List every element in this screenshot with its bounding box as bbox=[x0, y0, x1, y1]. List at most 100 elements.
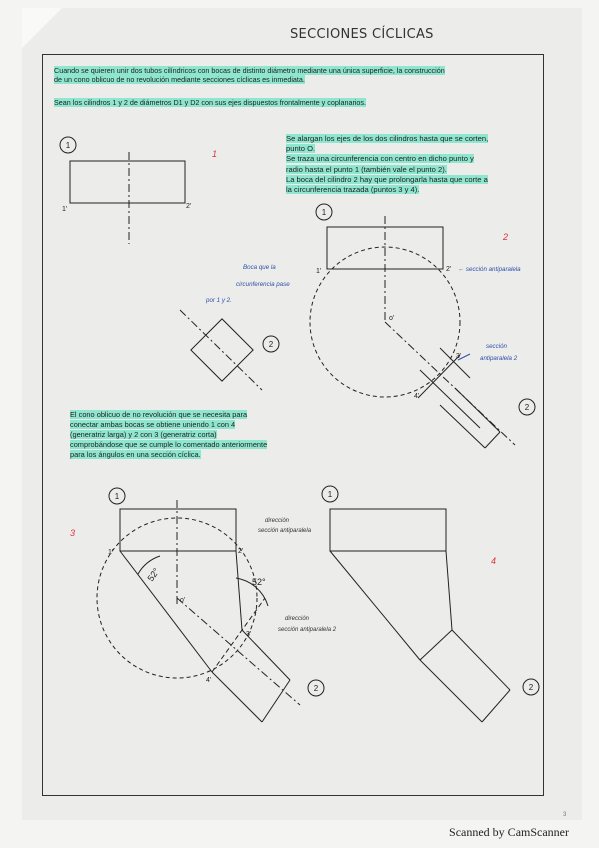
angle-arc-right bbox=[235, 577, 269, 607]
arrow-section-2 bbox=[457, 353, 471, 361]
angle-label-right: 52° bbox=[252, 577, 266, 587]
step-mark-3: 3 bbox=[70, 528, 75, 538]
marker-label-2c: 2 bbox=[314, 684, 319, 693]
note-antiparallel-1: ← sección antiparalela bbox=[458, 266, 521, 273]
antiparallel-section-2 bbox=[211, 597, 266, 673]
figure-final-cone bbox=[321, 485, 540, 723]
step-mark-2: 2 bbox=[502, 232, 508, 242]
cylinder-2-axis-b bbox=[384, 321, 516, 446]
steps-line-2: punto O. bbox=[286, 144, 316, 154]
cylinder-1-rect-c bbox=[119, 508, 237, 552]
cylinder-1-rect bbox=[69, 160, 186, 204]
note-direction-2b: sección antiparalela 2 bbox=[278, 627, 337, 633]
marker-label-2d: 2 bbox=[529, 683, 534, 692]
cylinder-2-axis-c bbox=[176, 597, 301, 706]
page-title: SECCIONES CÍCLICAS bbox=[290, 27, 434, 42]
cone-paragraph: El cono oblicuo de no revolución que se … bbox=[70, 410, 268, 460]
long-generatrix bbox=[119, 550, 213, 673]
cylinder-2-end-c bbox=[261, 679, 291, 723]
cylinder-1-marker-c bbox=[108, 487, 126, 505]
cylinder-2-side-c2 bbox=[211, 671, 263, 723]
cone-long-edge bbox=[329, 550, 421, 661]
note-direction-1a: dirección bbox=[265, 518, 290, 524]
point-o-b: o' bbox=[389, 315, 394, 322]
intro-line-2: de un cono oblicuo de no revolución medi… bbox=[54, 75, 305, 85]
steps-line-4: radio hasta el punto 1 (también vale el … bbox=[286, 164, 447, 174]
marker-label-2b: 2 bbox=[525, 403, 530, 412]
steps-line-5: La boca del cilindro 2 hay que prolongar… bbox=[286, 174, 488, 184]
intro-line-3: Sean los cilindros 1 y 2 de diámetros D1… bbox=[54, 98, 367, 107]
cylinder-1-marker bbox=[59, 136, 77, 154]
marker-label-1a: 1 bbox=[66, 141, 71, 150]
cylinder-2-side-c1 bbox=[241, 629, 291, 681]
steps-line-3: Se traza una circunferencia con centro e… bbox=[286, 154, 474, 164]
point-2-a: 2' bbox=[186, 203, 191, 210]
marker-label-2a: 2 bbox=[269, 340, 274, 349]
cylinder-1-rect-d bbox=[329, 508, 447, 552]
intro-line-1: Cuando se quieren unir dos tubos cilíndr… bbox=[54, 66, 445, 75]
point-1-b: 1' bbox=[316, 268, 321, 275]
point-3-c: 3' bbox=[246, 631, 251, 638]
cone-line-1: El cono oblicuo de no revolución que se … bbox=[70, 410, 248, 419]
marker-label-1c: 1 bbox=[115, 492, 120, 501]
scanner-watermark: Scanned by CamScanner bbox=[449, 825, 569, 839]
steps-line-1: Se alargan los ejes de los dos cilindros… bbox=[286, 134, 489, 143]
step-mark-4: 4 bbox=[491, 556, 496, 566]
figure-oblique-cone-construction bbox=[96, 487, 325, 723]
point-4-b: 4' bbox=[414, 393, 419, 400]
cylinder-2-edge-b bbox=[419, 369, 481, 429]
cylinder-2-axis bbox=[179, 309, 263, 391]
construction-circle-c bbox=[96, 517, 258, 679]
point-2-c: 2' bbox=[238, 548, 243, 555]
note-boca-2: circunferencia pase bbox=[236, 281, 290, 288]
steps-line-6: la circunferencia trazada (puntos 3 y 4)… bbox=[286, 185, 420, 195]
page-number: 3 bbox=[563, 812, 567, 818]
cylinder-2-side-d2 bbox=[419, 659, 483, 723]
point-1-c: 1' bbox=[108, 549, 113, 556]
cylinder-2-end-d bbox=[481, 689, 511, 723]
folded-corner bbox=[22, 8, 62, 48]
cylinder-2-end bbox=[484, 431, 501, 449]
note-direction-2a: dirección bbox=[285, 616, 310, 622]
angle-label-left: 52° bbox=[145, 566, 161, 583]
note-boca-3: por 1 y 2. bbox=[205, 297, 232, 304]
point-3-b: 3' bbox=[456, 353, 461, 360]
short-generatrix bbox=[235, 550, 243, 631]
point-1-a: 1' bbox=[62, 206, 67, 213]
cone-short-edge bbox=[445, 550, 453, 631]
figure-construction-circle bbox=[309, 203, 536, 449]
cone-line-2: conectar ambas bocas se obtiene uniendo … bbox=[70, 420, 236, 429]
construction-circle bbox=[309, 246, 461, 398]
cylinder-2-mouth-d bbox=[419, 629, 453, 661]
note-section-2a: sección bbox=[486, 343, 508, 350]
note-boca-1: Boca que la bbox=[243, 264, 276, 271]
cylinder-2-side-b bbox=[439, 404, 486, 449]
intro-paragraph: Cuando se quieren unir dos tubos cilíndr… bbox=[54, 66, 445, 85]
cylinder-1-marker-d bbox=[321, 485, 339, 503]
cylinder-2-mouth bbox=[417, 354, 461, 399]
figure-initial-cylinders bbox=[59, 136, 280, 391]
point-2-b: 2' bbox=[446, 266, 451, 273]
cylinder-2-side-d1 bbox=[451, 629, 511, 691]
cylinder-2-square bbox=[190, 318, 254, 382]
cylinder-2-marker-d bbox=[522, 678, 540, 696]
content-frame bbox=[42, 54, 544, 796]
marker-label-1d: 1 bbox=[328, 490, 333, 499]
cone-line-5: para los ángulos en una sección cíclica. bbox=[70, 450, 201, 459]
marker-label-1b: 1 bbox=[322, 208, 327, 217]
step-mark-1: 1 bbox=[212, 149, 217, 159]
angle-arc-left bbox=[137, 555, 161, 575]
note-section-2b: antiparalela 2 bbox=[480, 355, 518, 362]
cylinder-1-marker-b bbox=[315, 203, 333, 221]
note-direction-1b: sección antiparalela bbox=[258, 528, 312, 534]
cylinder-2-marker-c bbox=[307, 679, 325, 697]
cone-line-4: comprobándose que se cumple lo comentado… bbox=[70, 440, 268, 449]
intro-sentence: Sean los cilindros 1 y 2 de diámetros D1… bbox=[54, 98, 367, 107]
point-o-c: o' bbox=[180, 597, 185, 604]
cylinder-2-marker-b bbox=[518, 398, 536, 416]
cylinder-2-side-a bbox=[454, 387, 501, 433]
point-4-c: 4' bbox=[206, 677, 211, 684]
cylinder-2-marker bbox=[262, 335, 280, 353]
cone-line-3: (generatriz larga) y 2 con 3 (generatriz… bbox=[70, 430, 217, 439]
